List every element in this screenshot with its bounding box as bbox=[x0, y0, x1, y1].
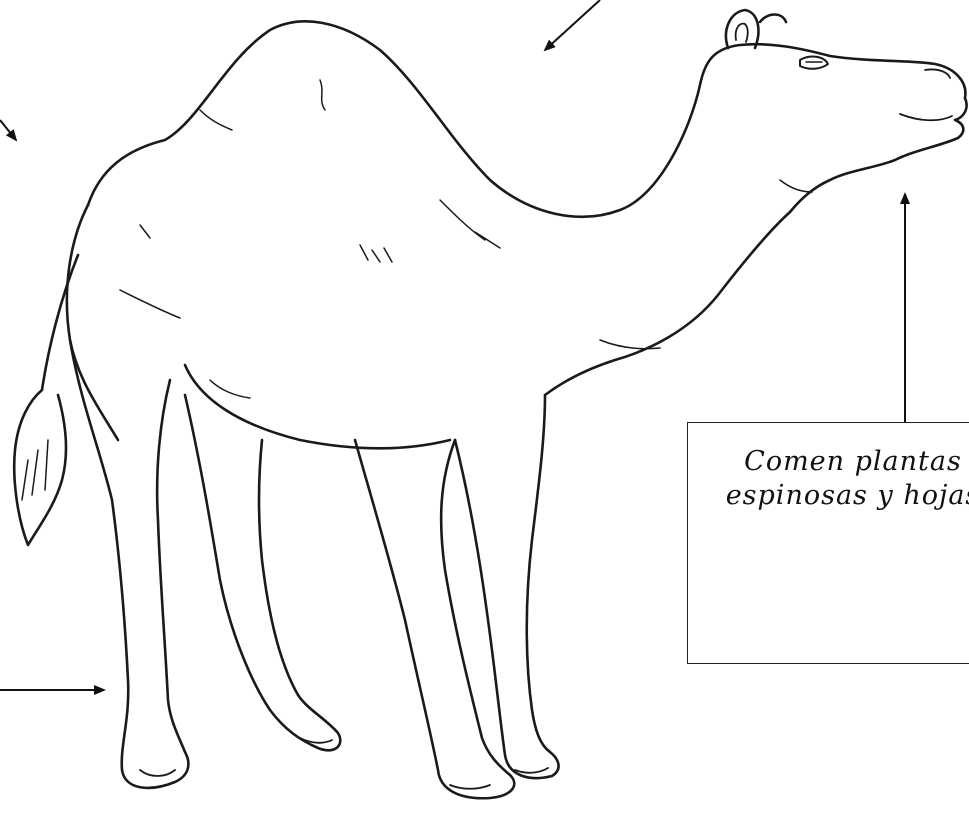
camel-ear-inner bbox=[736, 24, 748, 42]
camel-snout bbox=[790, 98, 967, 212]
annotation-text: Comen plantas espinosas y hojas bbox=[688, 445, 969, 513]
camel-ear-right bbox=[760, 15, 786, 23]
camel-ear-left bbox=[726, 10, 758, 48]
camel-belly bbox=[185, 365, 450, 448]
camel-drawing bbox=[14, 10, 966, 798]
arrow-to-back bbox=[0, 120, 16, 140]
camel-back-and-neck bbox=[88, 21, 965, 216]
camel-back-leg-1 bbox=[70, 340, 188, 788]
camel-front-leg-2 bbox=[455, 395, 559, 778]
camel-mouth bbox=[900, 114, 952, 120]
annotation-box: Comen plantas espinosas y hojas bbox=[687, 422, 969, 664]
arrow-to-hump bbox=[545, 0, 600, 50]
camel-front-leg-1 bbox=[355, 440, 514, 798]
camel-back-leg-2 bbox=[185, 395, 340, 750]
camel-neck-front bbox=[545, 212, 790, 395]
camel-tail bbox=[14, 255, 78, 545]
camel-fur-strokes bbox=[120, 80, 812, 398]
camel-rear bbox=[67, 205, 118, 440]
